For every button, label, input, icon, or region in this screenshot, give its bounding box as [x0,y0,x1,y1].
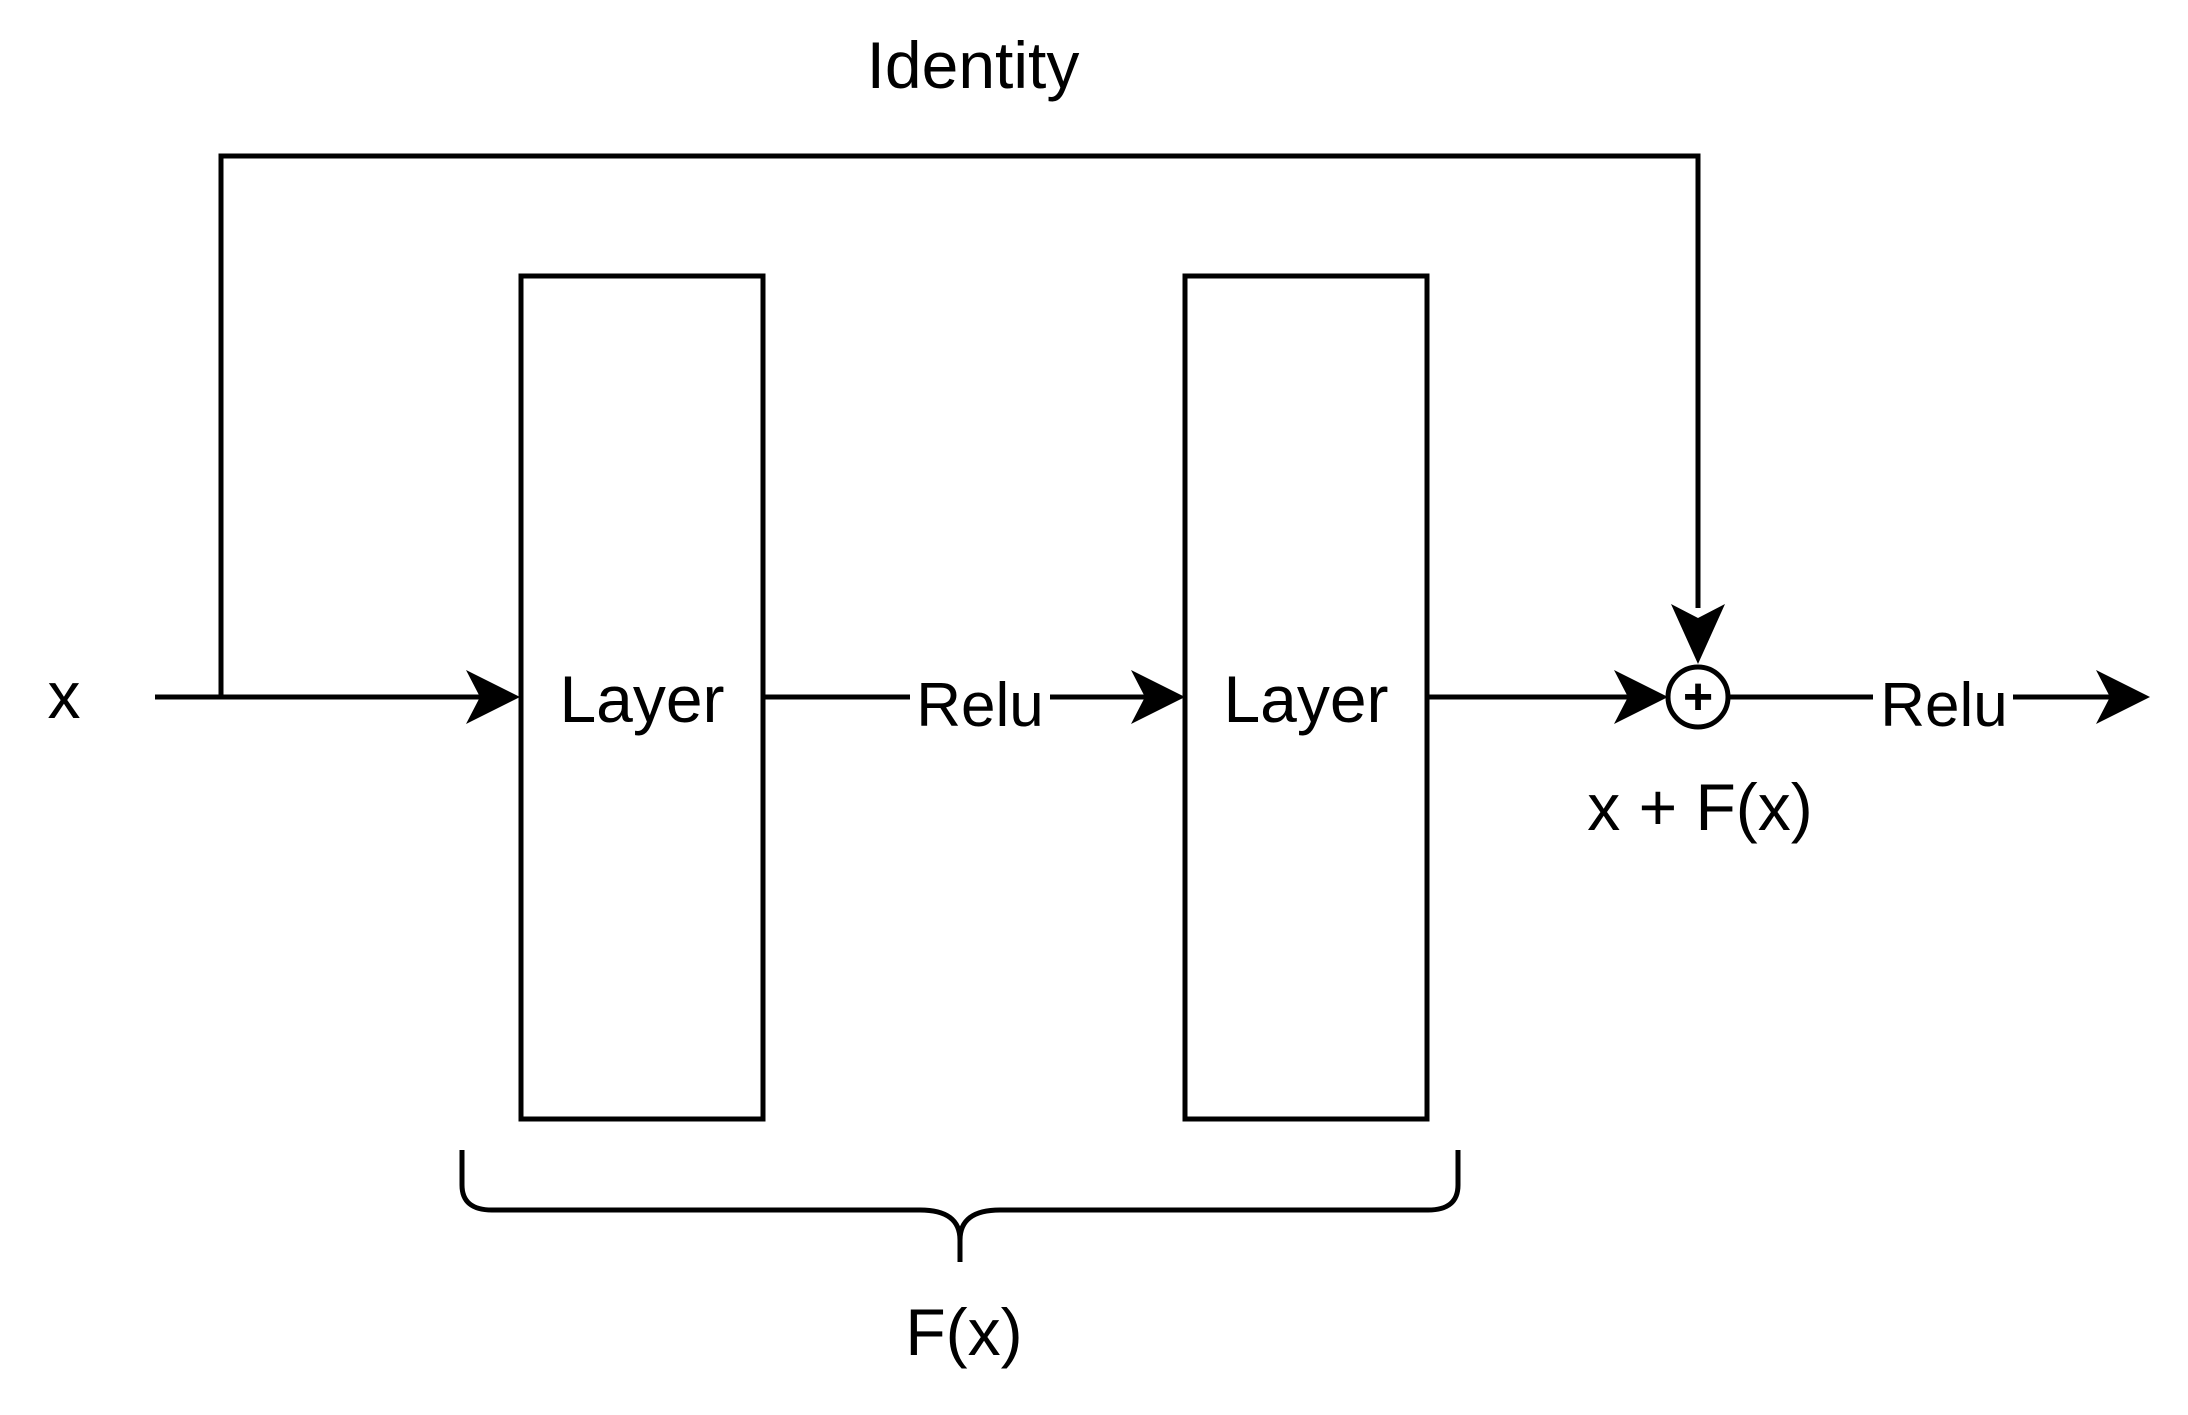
layer-2-output-arrowhead [1614,670,1668,724]
function-label: F(x) [905,1295,1022,1369]
identity-skip-arrowhead [1671,604,1725,664]
identity-skip-edge [218,153,1701,697]
layer-1-label: Layer [559,662,724,736]
sum-symbol: + [1683,668,1713,726]
function-brace [459,1150,1461,1262]
relu-1-edge-arrowhead [1131,670,1185,724]
identity-label: Identity [867,28,1080,102]
sum-output-label: x + F(x) [1587,770,1813,844]
relu-2-label: Relu [1880,671,2008,740]
layer-1-box [518,273,766,1122]
input-label: x [48,658,81,732]
sum-node [1665,664,1731,730]
input-edge-arrowhead [466,670,520,724]
relu-2-label-background [1873,665,2013,735]
relu-1-label: Relu [916,671,1044,740]
layer-2-box [1182,273,1430,1122]
relu-2-edge-arrowhead [2096,670,2150,724]
layer-2-label: Layer [1223,662,1388,736]
relu-1-label-background [910,665,1050,735]
